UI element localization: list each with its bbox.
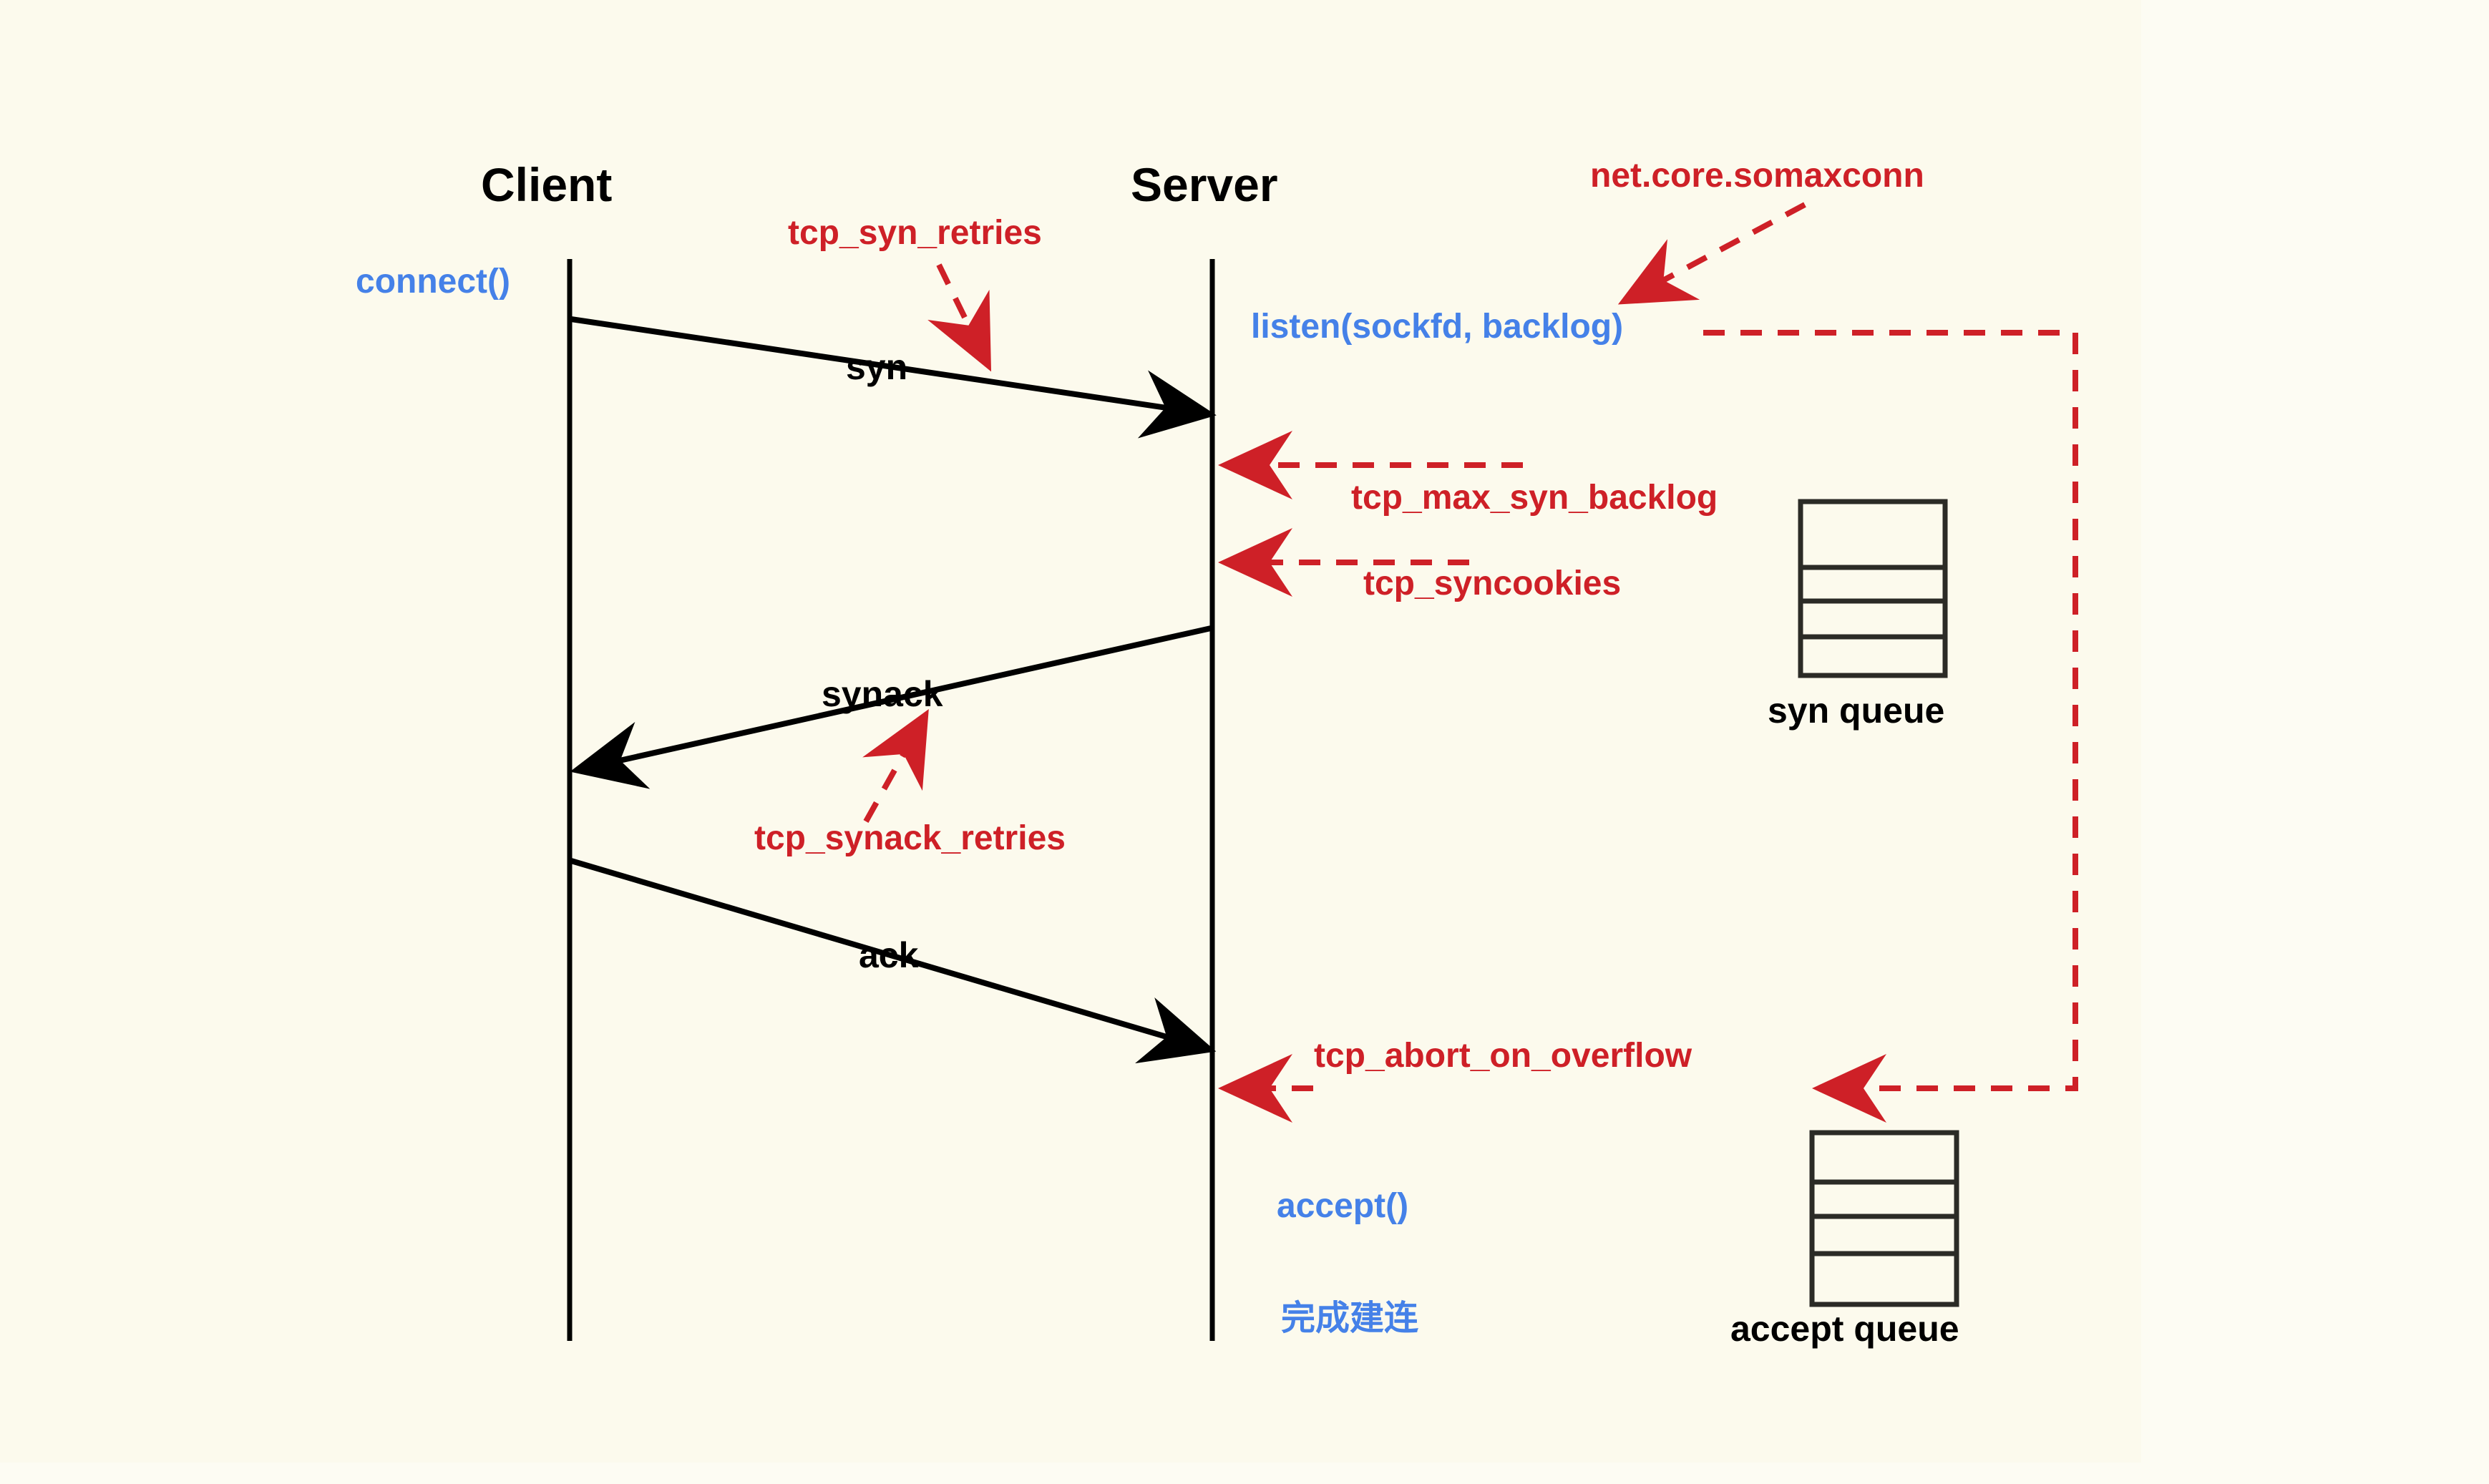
message-label-syn: syn <box>846 347 908 387</box>
synack-arrow <box>570 625 1212 789</box>
queue-label-accept-queue: accept queue <box>1730 1309 1959 1349</box>
syn-queue-box <box>1798 499 1948 678</box>
message-label-ack: ack <box>859 935 919 975</box>
api-label-connection-established: 完成建连 <box>1281 1298 1419 1338</box>
tcp-syn-retries-pointer <box>927 263 992 372</box>
kernel-param-tcp-max-syn-backlog: tcp_max_syn_backlog <box>1351 479 1718 517</box>
tcp-synack-retries-pointer <box>862 709 929 823</box>
syn-arrow <box>570 316 1217 439</box>
api-label-connect: connect() <box>356 263 510 301</box>
kernel-param-tcp-syn-retries: tcp_syn_retries <box>788 214 1042 252</box>
ack-arrow <box>570 858 1217 1064</box>
actor-label-server: Server <box>1131 158 1278 211</box>
accept-queue-box <box>1809 1130 1959 1307</box>
net-core-somaxconn-pointer <box>1617 202 1806 305</box>
listen-backlog-route <box>1703 330 2078 1123</box>
kernel-param-tcp-abort-on-overflow: tcp_abort_on_overflow <box>1314 1037 1692 1075</box>
queue-label-syn-queue: syn queue <box>1768 690 1945 731</box>
kernel-param-net-core-somaxconn: net.core.somaxconn <box>1590 157 1924 195</box>
api-label-listen: listen(sockfd, backlog) <box>1251 308 1624 346</box>
api-label-accept: accept() <box>1277 1187 1409 1225</box>
kernel-param-tcp-syncookies: tcp_syncookies <box>1363 565 1622 602</box>
actor-label-client: Client <box>481 158 613 211</box>
kernel-param-tcp-synack-retries: tcp_synack_retries <box>754 819 1066 857</box>
diagram-inner-background <box>0 0 2141 1463</box>
message-label-synack: synack <box>822 674 943 714</box>
